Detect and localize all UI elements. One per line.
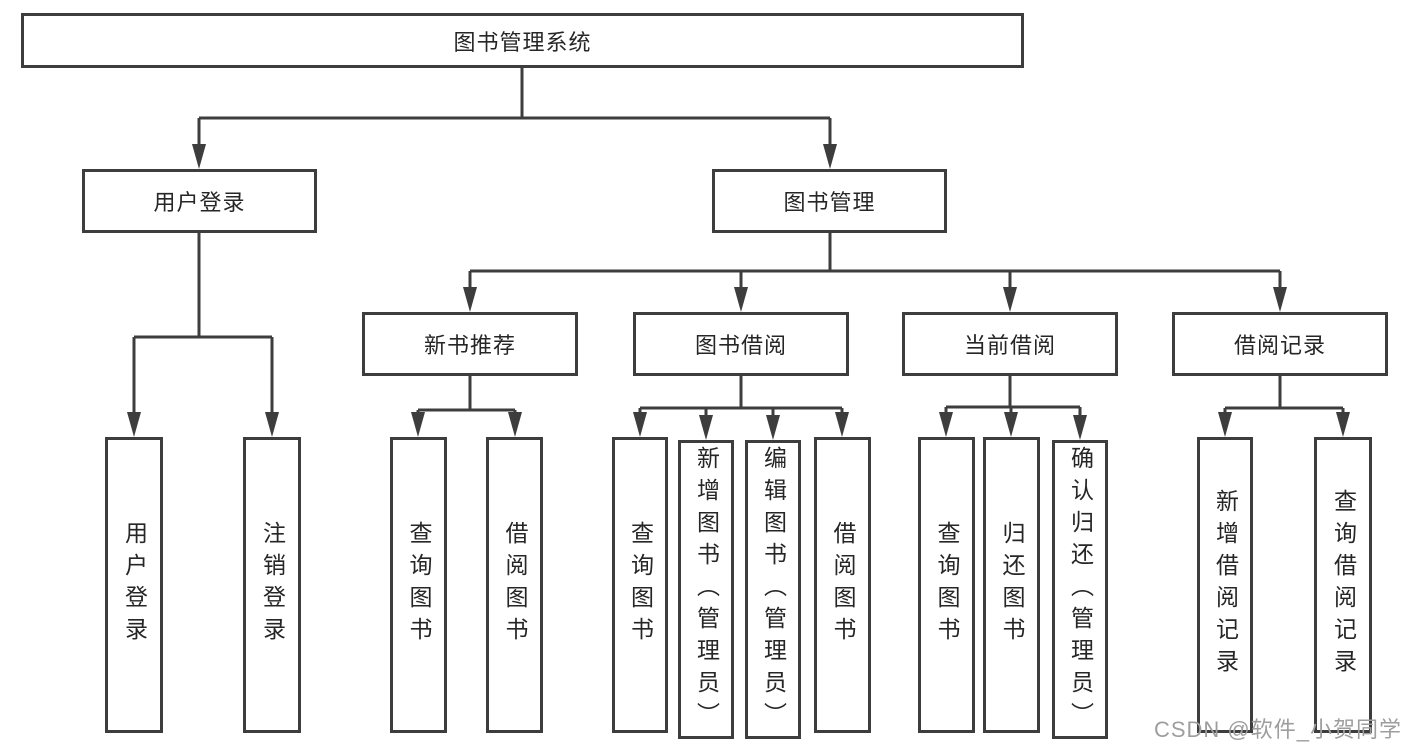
csdn-watermark: CSDN @软件_小贺同学	[1153, 717, 1402, 742]
node-book-management: 图书管理	[712, 169, 947, 233]
node-root: 图书管理系统	[21, 13, 1024, 68]
leaf-logout: 注销登录	[243, 437, 301, 733]
node-borrow-records: 借阅记录	[1172, 312, 1388, 376]
leaf-br-add-record: 新增借阅记录	[1197, 437, 1253, 733]
node-user-login: 用户登录	[82, 169, 317, 233]
node-current-borrow: 当前借阅	[902, 312, 1118, 376]
leaf-nbr-query-books: 查询图书	[390, 437, 447, 733]
leaf-user-login: 用户登录	[105, 437, 163, 733]
leaf-bb-add-books-admin: 新增图书（管理员）	[678, 440, 734, 739]
arrowhead-icons	[127, 144, 1350, 440]
leaf-bb-borrow-books: 借阅图书	[814, 437, 871, 733]
leaf-cb-confirm-return-admin: 确认归还（管理员）	[1052, 440, 1108, 739]
leaf-nbr-borrow-books: 借阅图书	[486, 437, 543, 733]
leaf-bb-query-books: 查询图书	[612, 437, 668, 733]
leaf-cb-query-books: 查询图书	[918, 437, 975, 733]
node-book-borrow: 图书借阅	[633, 312, 849, 376]
leaf-cb-return-books: 归还图书	[983, 437, 1040, 733]
node-new-book-recommend: 新书推荐	[362, 312, 578, 376]
leaf-bb-edit-books-admin: 编辑图书（管理员）	[745, 440, 801, 739]
leaf-br-query-record: 查询借阅记录	[1314, 437, 1372, 733]
